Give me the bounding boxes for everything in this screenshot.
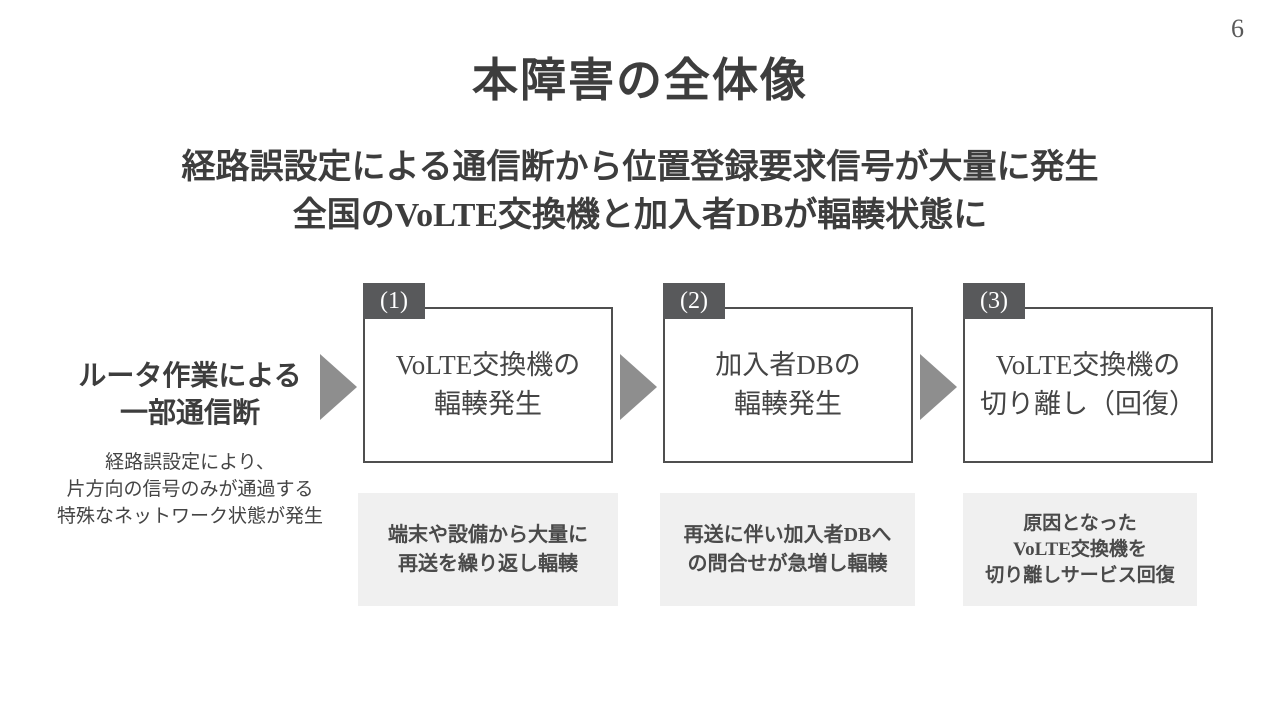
step-2-box-line-1: 加入者DBの	[715, 350, 861, 380]
right-arrow-icon	[320, 354, 357, 420]
step-3-note: 原因となった VoLTE交換機を 切り離しサービス回復	[963, 493, 1197, 606]
step-3-box-line-1: VoLTE交換機の	[995, 350, 1181, 380]
step-1-note-line-1: 端末や設備から大量に	[388, 523, 588, 546]
step-1-note-line-2: 再送を繰り返し輻輳	[398, 552, 578, 575]
step-1-box-line-1: VoLTE交換機の	[395, 350, 581, 380]
cause-block: ルータ作業による 一部通信断 経路誤設定により、 片方向の信号のみが通過する 特…	[30, 358, 350, 530]
slide-title: 本障害の全体像	[472, 55, 808, 106]
step-1-number-badge: (1)	[363, 283, 425, 319]
step-3-note-line-3: 切り離しサービス回復	[985, 564, 1175, 586]
step-3-box: VoLTE交換機の 切り離し（回復）	[963, 307, 1213, 463]
cause-desc-line-2: 片方向の信号のみが通過する	[66, 479, 314, 500]
step-2-number-badge: (2)	[663, 283, 725, 319]
page-number: 6	[1231, 14, 1244, 43]
step-1-note: 端末や設備から大量に 再送を繰り返し輻輳	[358, 493, 618, 606]
cause-desc-line-1: 経路誤設定により、	[105, 452, 275, 473]
step-2-box-line-2: 輻輳発生	[734, 389, 842, 419]
step-3-note-line-2: VoLTE交換機を	[1013, 538, 1147, 560]
right-arrow-icon	[920, 354, 957, 420]
subtitle-line-2: 全国のVoLTE交換機と加入者DBが輻輳状態に	[292, 197, 988, 234]
cause-heading: ルータ作業による 一部通信断	[30, 358, 350, 432]
step-2-note: 再送に伴い加入者DBへ の問合せが急増し輻輳	[660, 493, 915, 606]
right-arrow-icon	[620, 354, 657, 420]
step-3-number-badge: (3)	[963, 283, 1025, 319]
step-3-box-line-2: 切り離し（回復）	[980, 389, 1196, 419]
step-2-box: 加入者DBの 輻輳発生	[663, 307, 913, 463]
step-3-note-line-1: 原因となった	[1023, 512, 1137, 534]
cause-heading-line-1: ルータ作業による	[78, 361, 302, 392]
cause-desc-line-3: 特殊なネットワーク状態が発生	[56, 506, 323, 527]
step-2-note-line-1: 再送に伴い加入者DBへ	[683, 523, 892, 546]
cause-heading-line-2: 一部通信断	[119, 398, 260, 429]
cause-description: 経路誤設定により、 片方向の信号のみが通過する 特殊なネットワーク状態が発生	[30, 449, 350, 530]
step-1-box: VoLTE交換機の 輻輳発生	[363, 307, 613, 463]
slide-subtitle: 経路誤設定による通信断から位置登録要求信号が大量に発生 全国のVoLTE交換機と…	[0, 144, 1280, 240]
subtitle-line-1: 経路誤設定による通信断から位置登録要求信号が大量に発生	[181, 149, 1099, 186]
step-2-note-line-2: の問合せが急増し輻輳	[687, 552, 888, 575]
step-1-box-line-2: 輻輳発生	[434, 389, 542, 419]
